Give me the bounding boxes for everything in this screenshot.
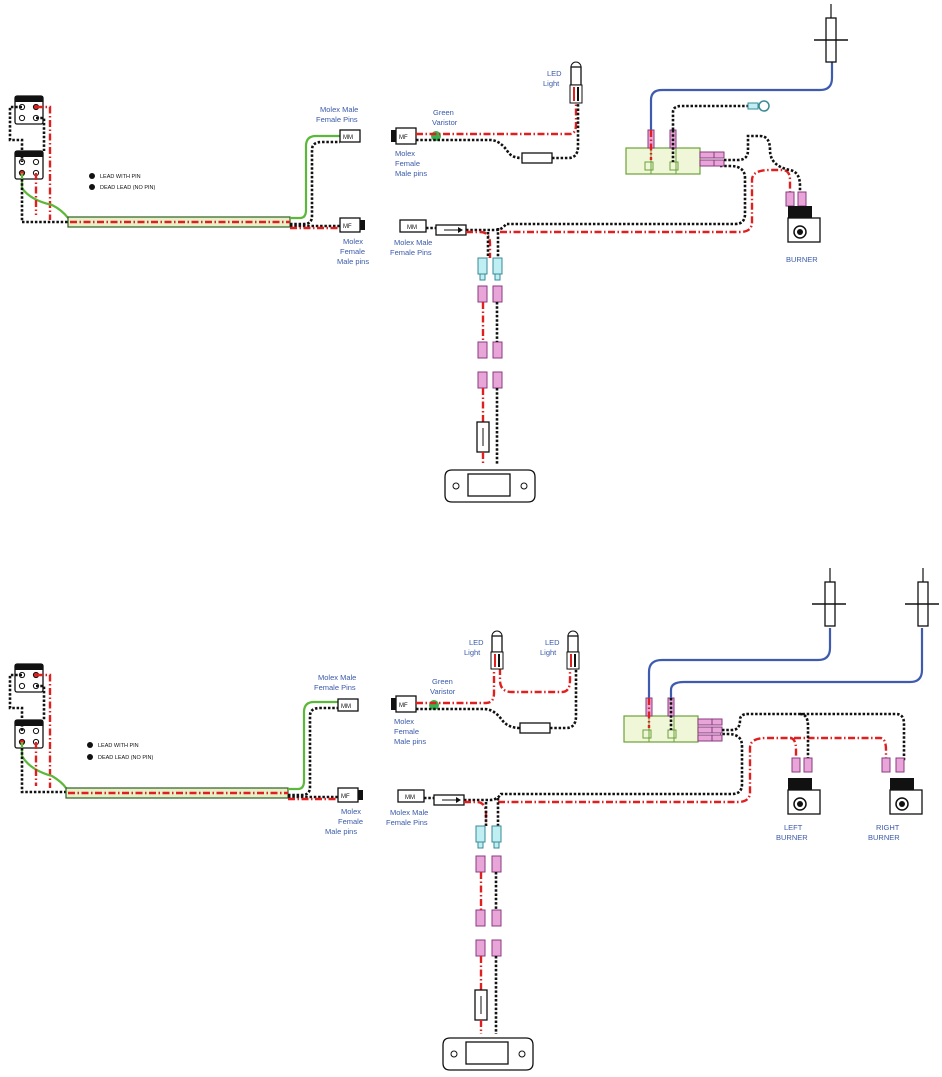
ignition-module xyxy=(625,147,725,175)
electrode-left xyxy=(812,568,846,627)
wiring-diagram-dual-burner: LEAD WITH PIN DEAD LEAD (NO PIN) MM Mole… xyxy=(8,568,939,1071)
switch-block-bottom xyxy=(14,719,44,749)
ignition-module xyxy=(623,715,723,743)
left-burner-valve xyxy=(787,778,821,815)
connector-mm-top: MM xyxy=(339,129,361,143)
svg-text:MM: MM xyxy=(405,795,415,801)
svg-text:MM: MM xyxy=(341,704,351,710)
svg-text:MF: MF xyxy=(341,794,350,800)
legend: LEAD WITH PIN DEAD LEAD (NO PIN) xyxy=(87,742,153,761)
svg-text:MM: MM xyxy=(407,225,417,231)
connector-mm-bottom: MM xyxy=(399,219,427,233)
terminal-column xyxy=(475,825,502,957)
switch-block-top xyxy=(14,663,44,693)
legend-lead-with-pin: LEAD WITH PIN xyxy=(98,743,139,749)
legend-lead-with-pin: LEAD WITH PIN xyxy=(100,174,141,180)
connector-mf-right: MF xyxy=(339,217,365,233)
fuse-top xyxy=(521,152,553,164)
burner-valve xyxy=(787,206,821,243)
connector-mm-bottom: MM xyxy=(397,789,425,803)
legend-dead-lead: DEAD LEAD (NO PIN) xyxy=(100,185,155,191)
fuse-top xyxy=(519,722,551,734)
wiring-diagram-single-burner: LEAD WITH PIN DEAD LEAD (NO PIN) MM Mole… xyxy=(8,4,848,503)
right-burner-valve xyxy=(889,778,923,815)
svg-text:MM: MM xyxy=(343,135,353,141)
label-burner: BURNER xyxy=(786,255,818,264)
svg-text:MF: MF xyxy=(399,135,408,141)
control-box xyxy=(442,1037,534,1071)
legend: LEAD WITH PIN DEAD LEAD (NO PIN) xyxy=(89,173,155,191)
led-light xyxy=(569,61,583,104)
legend-dead-lead: DEAD LEAD (NO PIN) xyxy=(98,755,153,761)
led-light-left xyxy=(490,630,504,670)
switch-block-bottom xyxy=(14,150,44,180)
terminal-column xyxy=(477,257,503,389)
connector-mf-right: MF xyxy=(337,787,363,803)
connector-mf-left: MF xyxy=(391,127,417,145)
svg-text:MF: MF xyxy=(399,703,408,709)
svg-text:MF: MF xyxy=(343,224,352,230)
ground-ring-terminal xyxy=(747,100,770,112)
connector-mf-left: MF xyxy=(391,695,417,713)
connector-mm-top: MM xyxy=(337,698,359,712)
electrode-right xyxy=(905,568,939,627)
control-box xyxy=(444,469,536,503)
electrode xyxy=(814,4,848,63)
led-light-right xyxy=(566,630,580,670)
switch-block-top xyxy=(14,95,44,125)
